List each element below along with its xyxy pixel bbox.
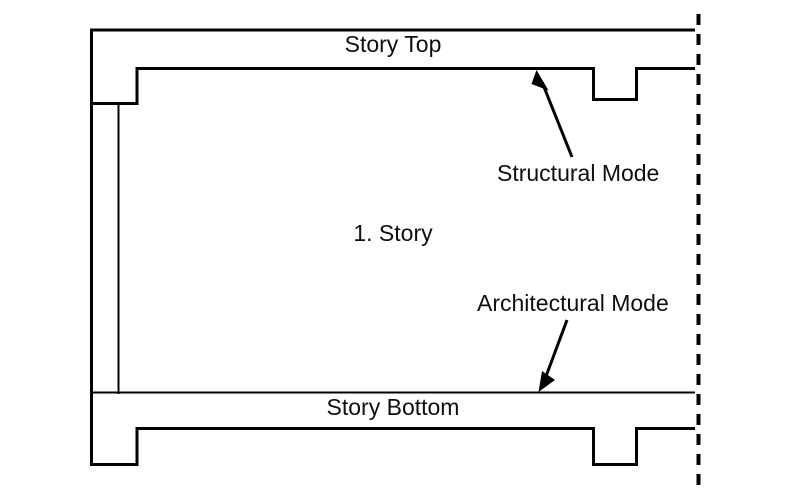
- architectural-mode-arrow-head: [538, 371, 555, 392]
- structural-mode-arrow-shaft: [540, 81, 574, 158]
- structural-mode-arrow: [531, 70, 574, 158]
- architectural-mode-arrow-shaft: [543, 319, 569, 380]
- story-top-label: Story Top: [344, 31, 442, 57]
- structural-mode-arrow-head: [531, 70, 549, 91]
- architectural-mode-arrow: [538, 319, 569, 392]
- story-bottom-label: Story Bottom: [326, 394, 460, 420]
- structural-mode-label: Structural Mode: [497, 160, 660, 186]
- architectural-mode-label: Architectural Mode: [477, 290, 669, 316]
- story-number-label: 1. Story: [353, 220, 433, 246]
